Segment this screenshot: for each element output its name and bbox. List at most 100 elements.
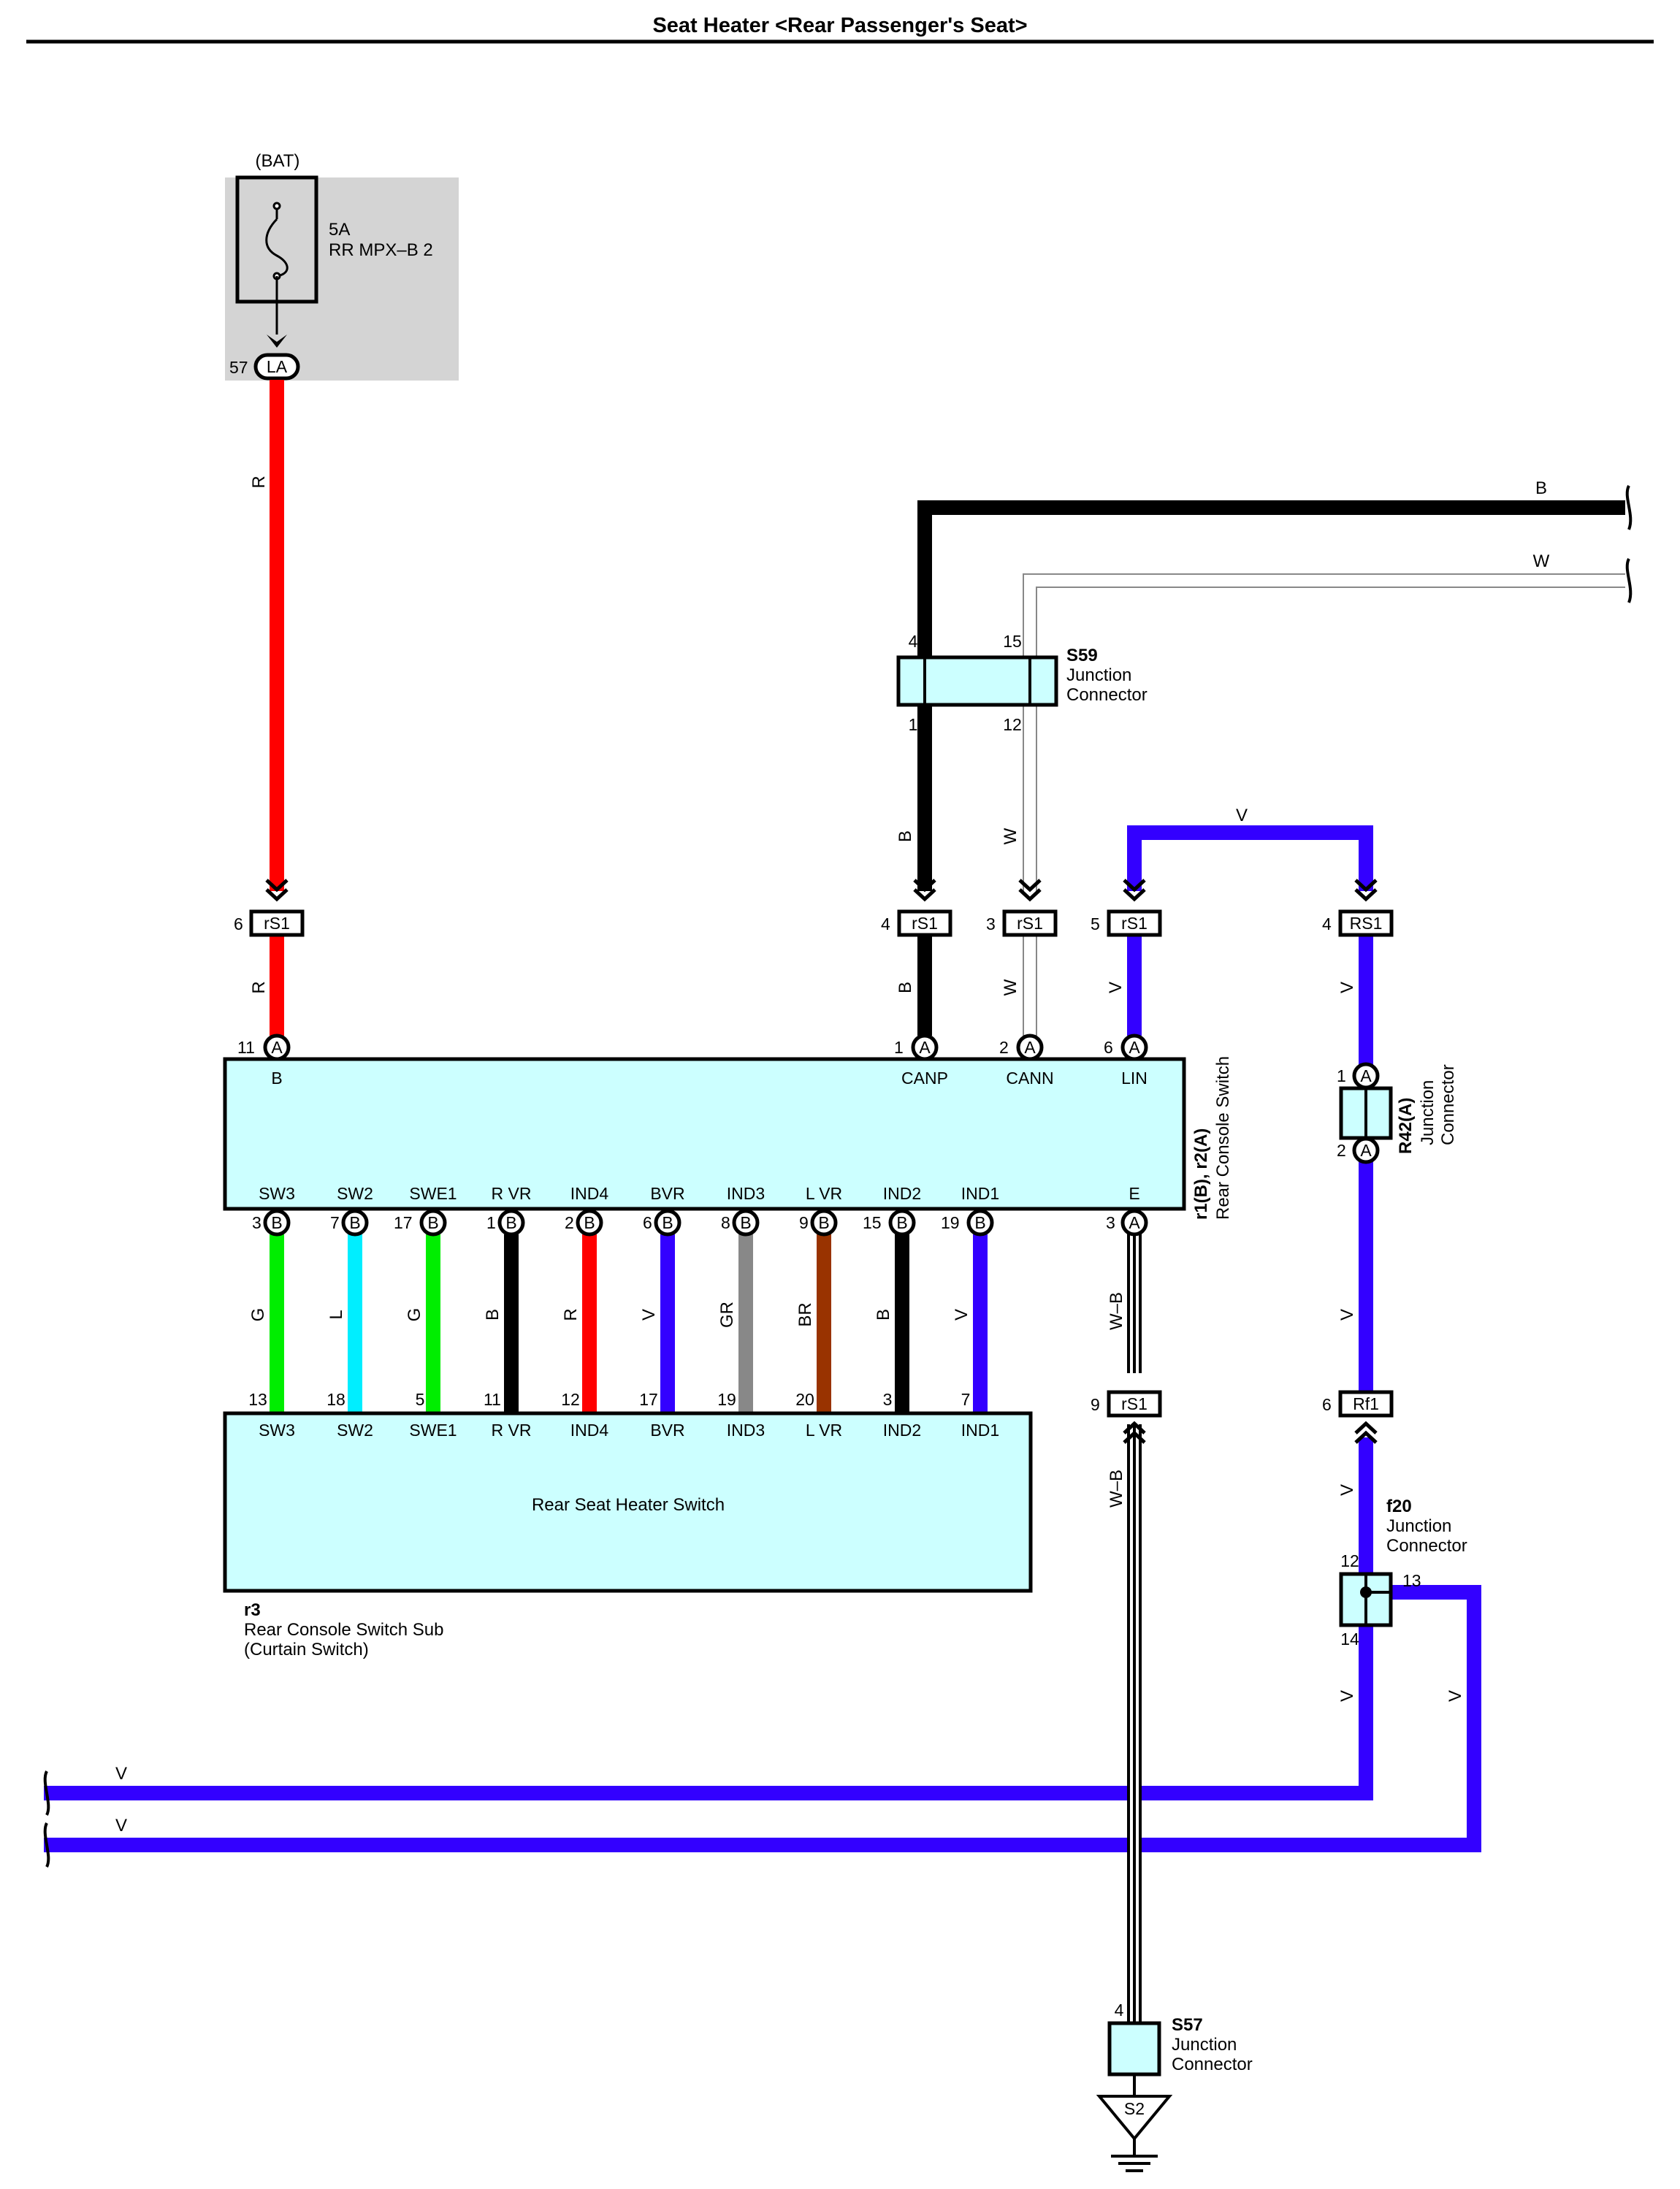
pin-label: 6 (1322, 1395, 1332, 1414)
inline-connector: rS1 4 (881, 879, 952, 937)
pin-name: SWE1 (409, 1184, 457, 1203)
battery-pin-label: 57 (229, 358, 248, 377)
pin-conn: B (662, 1213, 673, 1232)
console-pin: IND4 B 2 (565, 1184, 609, 1237)
pin-label: 8 (721, 1213, 730, 1232)
switch-wire-bundle (270, 1234, 988, 1413)
pin-conn: A (271, 1038, 283, 1057)
fuse-rating: 5A (329, 220, 350, 240)
pin-conn: B (584, 1213, 595, 1232)
pin-name: SW2 (337, 1184, 373, 1203)
pin-label: 6 (643, 1213, 652, 1232)
battery-label: (BAT) (256, 151, 300, 171)
pin-label: 19 (941, 1213, 960, 1232)
wire-label: W (1533, 551, 1550, 571)
wire-label: R (249, 981, 269, 993)
wire-v-f20b (44, 1585, 1481, 1852)
pin-conn: B (974, 1213, 985, 1232)
conn-label: rS1 (1121, 1394, 1148, 1413)
pin-name: IND2 (883, 1184, 921, 1203)
inline-connector: rS1 6 (234, 879, 305, 937)
wire-w-top (1023, 573, 1625, 657)
console-pin: A 1 CANP (894, 1034, 948, 1088)
wire-label: W (1001, 979, 1020, 996)
console-pin: E A 3 (1106, 1184, 1148, 1237)
pin-label: 17 (639, 1390, 658, 1409)
sub-switch-name: (Curtain Switch) (244, 1640, 369, 1659)
pin-label: 4 (881, 914, 890, 933)
pin-conn: B (740, 1213, 751, 1232)
pin-name: B (271, 1069, 282, 1088)
pin-name: IND2 (883, 1421, 921, 1440)
s59-id: S59 (1066, 646, 1098, 665)
wire-v-top (1127, 825, 1373, 891)
pin-label: 1 (894, 1038, 904, 1057)
console-pin: SW3 B 3 (252, 1184, 295, 1237)
wire-break-icon (43, 485, 1633, 1868)
console-pin: IND1 B 19 (941, 1184, 999, 1237)
r42-id: R42(A) (1396, 1098, 1416, 1154)
f20-desc: Junction (1386, 1516, 1451, 1536)
pin-conn: A (1129, 1038, 1140, 1057)
battery-fuse-block: (BAT) 5A RR MPX–B 2 LA 57 (225, 151, 459, 381)
r42-desc: Connector (1438, 1064, 1458, 1145)
pin-name: CANN (1006, 1069, 1053, 1088)
pin-conn: A (1360, 1066, 1372, 1085)
pin-label: 11 (484, 1390, 501, 1409)
wire-v-f20 (44, 1625, 1373, 1800)
wire-label: V (1337, 1484, 1357, 1496)
s57-desc: Junction (1172, 2035, 1237, 2055)
pin-name: IND3 (727, 1184, 765, 1203)
pin-label: 3 (1106, 1213, 1115, 1232)
console-pin: IND2 B 15 (863, 1184, 921, 1237)
pin-name: BVR (650, 1421, 684, 1440)
pin-name: L VR (806, 1421, 842, 1440)
rear-console-switch: r1(B), r2(A) Rear Console Switch A 11 B … (223, 1034, 1233, 1237)
inline-connector: rS1 5 (1091, 879, 1162, 937)
page-title: Seat Heater <Rear Passenger's Seat> (652, 14, 1027, 37)
pin-conn: A (919, 1038, 931, 1057)
pin-label: 17 (394, 1213, 413, 1232)
pin-name: E (1129, 1184, 1139, 1203)
f20-junction-connector: 12 13 14 f20 Junction Connector (1339, 1497, 1467, 1649)
console-pin: SW2 B 7 (330, 1184, 373, 1237)
wire-label: V (1337, 982, 1357, 993)
pin-label: 11 (237, 1038, 255, 1057)
switch-wire-label: B (874, 1309, 893, 1321)
wire-label: V (115, 1764, 127, 1784)
pin-conn: B (896, 1213, 907, 1232)
pin-label: 9 (1091, 1395, 1100, 1414)
pin-conn: B (271, 1213, 282, 1232)
pin-name: SW3 (259, 1421, 295, 1440)
switch-wire-label: BR (795, 1302, 815, 1326)
pin-label: 5 (1091, 914, 1100, 933)
wire-label: R (249, 475, 269, 488)
pin-name: IND3 (727, 1421, 765, 1440)
pin-label: 12 (1003, 715, 1022, 734)
switch-wire-label: R (561, 1308, 581, 1321)
wire-label: W (1001, 828, 1020, 844)
pin-conn: B (427, 1213, 438, 1232)
pin-label: 2 (999, 1038, 1009, 1057)
switch-wire-label: L (327, 1310, 346, 1319)
f20-desc: Connector (1386, 1536, 1467, 1556)
inline-connector: rS1 9 (1091, 1390, 1162, 1444)
switch-wire-label: V (639, 1309, 659, 1321)
pin-name: SWE1 (409, 1421, 457, 1440)
console-pin: IND3 B 8 (721, 1184, 765, 1237)
pin-label: 13 (248, 1390, 267, 1409)
r42-desc: Junction (1418, 1080, 1437, 1145)
pin-name: CANP (901, 1069, 948, 1088)
pin-name: IND4 (570, 1184, 609, 1203)
conn-label: rS1 (1017, 914, 1043, 933)
wire-label: V (115, 1816, 127, 1835)
console-pin: A 2 CANN (999, 1034, 1054, 1088)
console-id: r1(B), r2(A) (1191, 1128, 1211, 1220)
battery-conn-label: LA (267, 357, 288, 376)
pin-label: 6 (234, 914, 243, 933)
console-pin: A 6 LIN (1104, 1034, 1148, 1088)
pin-conn: B (349, 1213, 360, 1232)
pin-label: 2 (1337, 1141, 1346, 1160)
pin-label: 1 (1337, 1066, 1346, 1085)
